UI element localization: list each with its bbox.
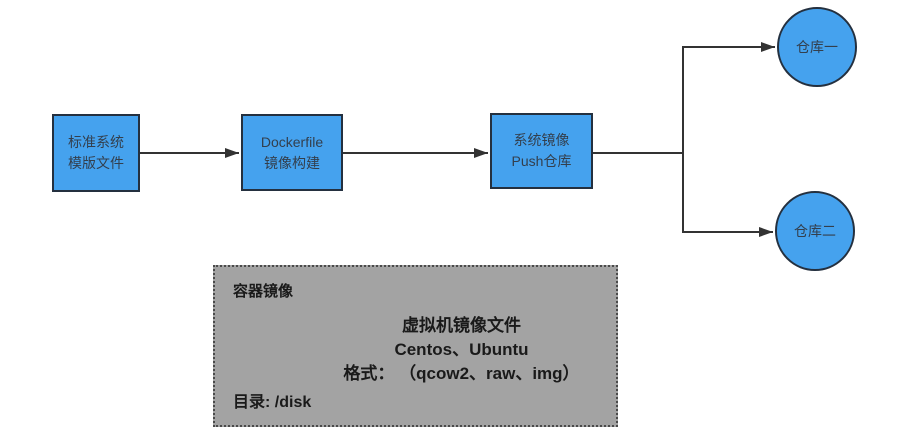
note-formats: 格式： （qcow2、raw、img） [343, 364, 580, 383]
node-dockerfile-build: Dockerfile 镜像构建 [241, 114, 343, 191]
node-registry-one-label: 仓库一 [796, 38, 838, 55]
node-registry-two-label: 仓库二 [794, 222, 836, 239]
node-dockerfile-build-line1: Dockerfile [260, 133, 324, 150]
note-title: 容器镜像 [233, 283, 294, 300]
node-registry-one: 仓库一 [777, 7, 857, 87]
note-vm-image-file: 虚拟机镜像文件 [402, 316, 521, 335]
node-standard-template-line1: 标准系统 [68, 134, 124, 150]
node-registry-two: 仓库二 [775, 191, 855, 271]
note-container-image: 容器镜像 虚拟机镜像文件 Centos、Ubuntu 格式： （qcow2、ra… [213, 265, 618, 427]
node-push-registry-line1: 系统镜像 [513, 132, 570, 148]
node-push-registry: 系统镜像 Push仓库 [490, 113, 593, 189]
node-dockerfile-build-line2: 镜像构建 [264, 154, 320, 171]
node-push-registry-line2: Push仓库 [511, 153, 572, 169]
node-standard-template: 标准系统 模版文件 [52, 114, 140, 192]
note-body: 虚拟机镜像文件 Centos、Ubuntu 格式： （qcow2、raw、img… [307, 313, 616, 386]
note-directory: 目录: /disk [233, 394, 312, 411]
node-standard-template-line2: 模版文件 [68, 155, 124, 171]
note-os-list: Centos、Ubuntu [394, 340, 529, 359]
